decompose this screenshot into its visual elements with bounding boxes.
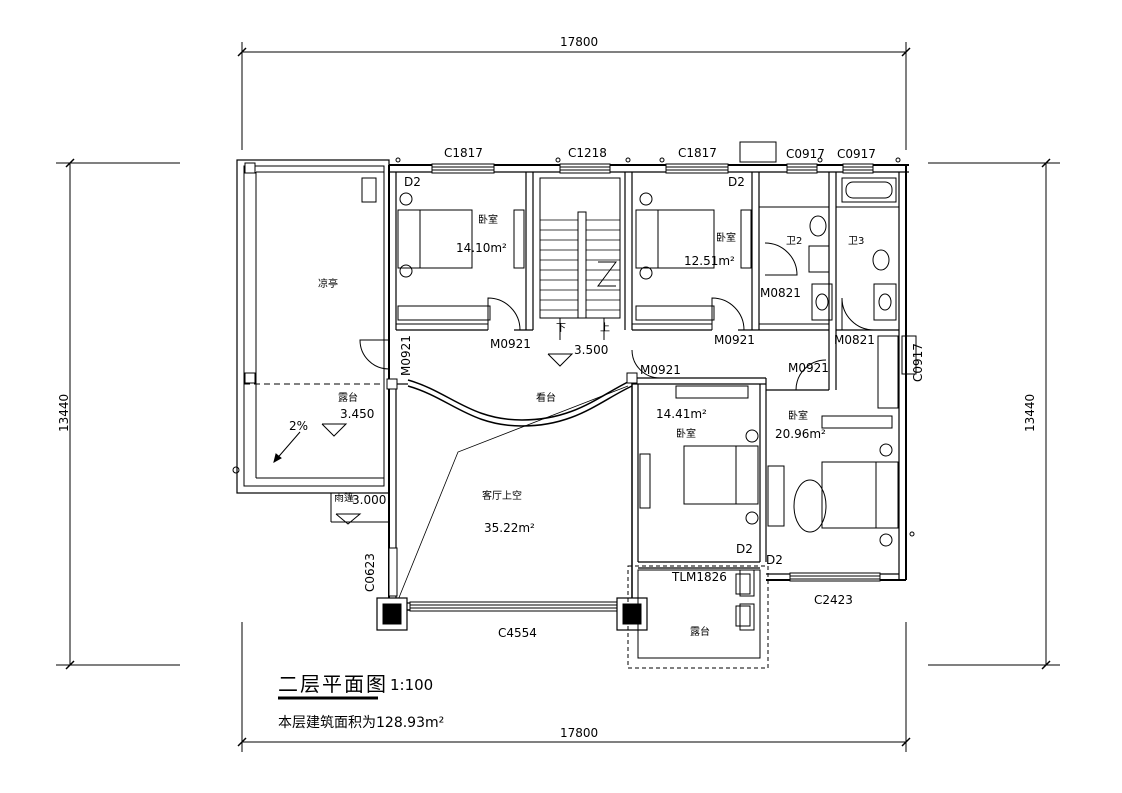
left-terrace-label: 露台: [338, 393, 358, 404]
bedroom-1-name: 卧室: [478, 215, 498, 226]
canopy-level: 3.000: [352, 493, 387, 507]
bedroom-2-area: 12.51m²: [684, 254, 735, 268]
door-m0921-vertical: M0921: [399, 335, 413, 376]
bedroom-4-area: 20.96m²: [775, 427, 826, 441]
bathroom-2-label: 卫2: [786, 236, 803, 247]
pavilion-label: 凉亭: [318, 279, 338, 290]
door-d2-b: D2: [728, 175, 745, 189]
right-height-dimension: 13440: [1023, 393, 1037, 432]
left-terrace-level: 3.450: [340, 407, 375, 421]
living-void-label: 客厅上空: [482, 491, 522, 502]
window-c0917-a: C0917: [786, 147, 825, 161]
door-m0921-right: M0921: [788, 361, 829, 375]
door-m0821-a: M0821: [760, 286, 801, 300]
door-m0921-right-bed: M0921: [714, 333, 755, 347]
bedroom-3-name: 卧室: [676, 429, 696, 440]
floor-area-note: 本层建筑面积为128.93m²: [278, 715, 445, 731]
stair-down-label: 下: [556, 323, 566, 334]
door-d2-c: D2: [736, 542, 753, 556]
stair-level: 3.500: [574, 343, 609, 357]
window-c1817-b: C1817: [678, 146, 717, 160]
door-tlm1826: TLM1826: [672, 570, 727, 584]
left-height-dimension: 13440: [57, 393, 71, 432]
bottom-terrace-label: 露台: [690, 627, 710, 638]
stair-up-label: 上: [600, 323, 610, 334]
bedroom-2-name: 卧室: [716, 233, 736, 244]
window-c0917-side: C0917: [911, 343, 925, 382]
canopy-label: 雨篷: [334, 493, 354, 504]
door-m0821-b: M0821: [834, 333, 875, 347]
living-void-area: 35.22m²: [484, 521, 535, 535]
bathroom-3-label: 卫3: [848, 236, 865, 247]
bedroom-4-name: 卧室: [788, 411, 808, 422]
balcony-label: 看台: [536, 393, 556, 404]
bedroom-3-area: 14.41m²: [656, 407, 707, 421]
plan-scale: 1:100: [390, 676, 434, 694]
bottom-width-dimension: 17800: [560, 726, 599, 740]
window-c1817-a: C1817: [444, 146, 483, 160]
top-width-dimension: 17800: [560, 35, 599, 49]
plan-title: 二层平面图: [278, 672, 388, 696]
window-c4554: C4554: [498, 626, 537, 640]
window-c0917-b: C0917: [837, 147, 876, 161]
window-c2423: C2423: [814, 593, 853, 607]
window-c0623: C0623: [363, 553, 377, 592]
door-m0921-mid: M0921: [640, 363, 681, 377]
door-m0921-left-bed: M0921: [490, 337, 531, 351]
slope-label: 2%: [289, 419, 309, 433]
window-c1218: C1218: [568, 146, 607, 160]
bedroom-1-area: 14.10m²: [456, 241, 507, 255]
door-d2-a: D2: [404, 175, 421, 189]
door-d2-d: D2: [766, 553, 783, 567]
